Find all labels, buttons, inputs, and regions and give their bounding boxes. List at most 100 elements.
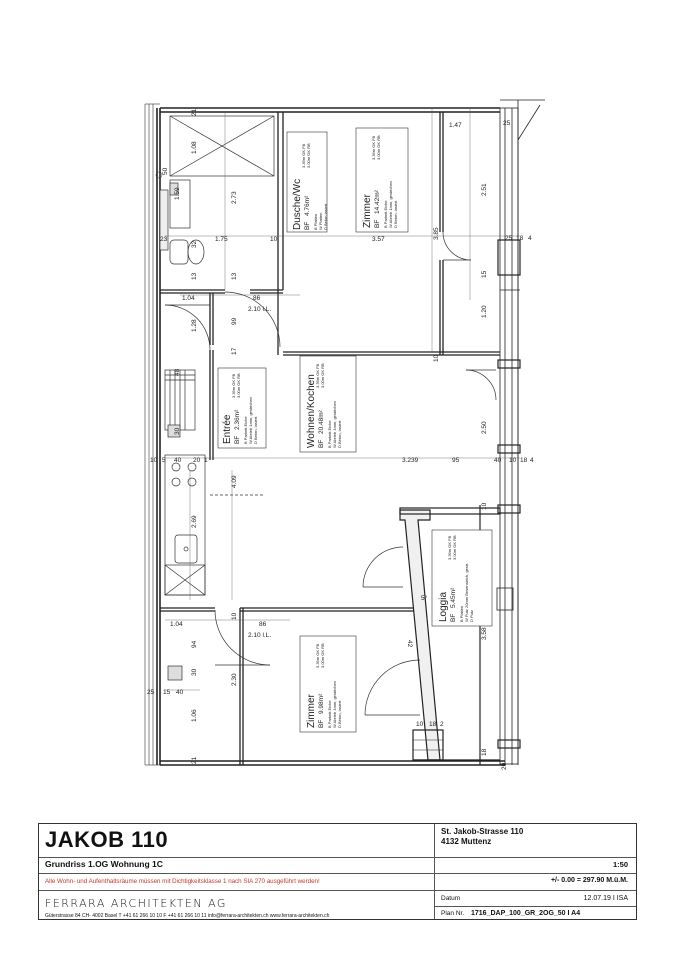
dim-label: 18 [516,235,524,242]
room-height: 3.00m OK RB [376,135,381,160]
room-height: 3.00m OK RB [320,643,325,668]
room-height: 3.39m OK FB [447,535,452,560]
dim-label: 23 [160,236,168,243]
dim-label: 10 [416,721,424,728]
right-facade [497,99,545,765]
room-height: 3.39m OK FB [301,143,306,168]
room-finish: W Abrieb 1mm, gestrichen [332,681,337,728]
divider [434,906,636,907]
room-name: Loggia [438,592,449,622]
loggia-walls [399,505,514,765]
dim-label: 1.28 [191,319,198,332]
dim-label: 1.47 [449,122,462,129]
dim-label: 3.239 [402,457,419,464]
dim-label: 1.20 [481,305,488,318]
room-finish: B Parkett Eiche [243,416,248,444]
plan-title: Grundriss 1.OG Wohnung 1C [45,859,163,869]
dim-label: 3.58 [481,627,488,640]
dim-label: 21 [191,108,198,116]
dim-label: 2.30 [231,673,238,686]
dim-label: 30 [191,668,198,676]
room-name: Dusche/Wc [292,179,303,230]
room-finish: B Platten [459,606,464,622]
dim-label: 13 [191,272,198,280]
room-height: 3.39m OK FB [315,643,320,668]
dim-label: 42 [406,640,413,648]
dim-label: 18 [429,721,437,728]
room-area-label: BF [450,614,457,622]
room-finish: W Abrieb 1mm, gestrichen [388,181,393,228]
dim-label: 1.04 [182,295,195,302]
dim-label: 1.59 [174,187,181,200]
room-height: 3.39m OK FB [315,363,320,388]
dim-label: 86 [253,295,261,302]
divider [434,824,435,919]
room-area-label: BF [318,720,325,728]
dim-label: 50 [162,167,169,175]
dim-label: 10 [433,354,440,362]
room-finish: B Parkett Eiche [327,420,332,448]
room-area-label: BF [304,222,311,230]
dim-label: 4.09 [231,475,238,488]
dim-label: 25 [147,689,155,696]
dim-label: 86 [259,621,267,628]
dim-label: 48 [174,368,181,376]
dim-label: 1 [204,457,208,464]
dim-label: 21 [191,756,198,764]
dim-label: 20 [193,457,201,464]
room-height: 3.39m OK FB [371,135,376,160]
dim-label: 1.75 [215,236,228,243]
dim-label: 3.85 [433,227,440,240]
room-name: Zimmer [306,693,317,728]
room-finish: D Beton, lasiert [393,200,398,228]
dim-label: 2.50 [481,421,488,434]
dim-label: 30 [174,427,181,435]
room-labels: Dusche/Wc BF 4.76m² 3.39m OK FB 3.00m OK… [222,135,474,728]
room-height: 3.39m OK FB [231,373,236,398]
dim-label: 10 [150,457,158,464]
dim-label: 94 [191,640,198,648]
room-finish: B Parkett Eiche [327,700,332,728]
dim-label: 10 [270,236,278,243]
dimension-lines [165,108,520,691]
bathroom-fixtures [155,115,275,265]
room-finish: D Beton, lasiert [337,700,342,728]
room-height: 3.00m OK RB [236,373,241,398]
room-finish: W Abrieb 1mm, gestrichen [248,397,253,444]
dimension-texts: 21 1.08 2.73 32 13 13 23 1.75 10 3.57 3.… [147,108,534,770]
room-height: 3.00m OK RB [320,363,325,388]
dim-label: 15 [481,270,488,278]
project-name: JAKOB 110 [45,827,169,852]
address-city: 4132 Muttenz [441,837,492,846]
title-block: JAKOB 110 Grundriss 1.OG Wohnung 1C Alle… [38,823,637,920]
plan-number-label: Plan Nr. [441,910,465,917]
dim-label: 32 [191,240,198,248]
dim-label: 13 [231,272,238,280]
dim-label: 10 [231,612,238,620]
room-finish: W Abrieb 1mm, gestrichen [332,401,337,448]
dim-label: 99 [231,317,238,325]
room-finish: B Platten [313,214,318,230]
room-area: 4.76m² [304,195,311,216]
dim-label: 2.73 [231,191,238,204]
dim-label: 18 [520,457,528,464]
outer-walls [156,107,505,766]
dim-label: 1.06 [191,709,198,722]
room-area: 2.36m² [234,409,241,430]
dim-label: 2 [440,721,444,728]
room-name: Entrée [222,414,233,444]
room-finish: D Beton lasiert [323,203,328,230]
date-value: 12.07.19 I ISA [583,895,628,902]
room-area: 14.42m² [374,189,381,214]
dim-label: 40 [176,689,184,696]
room-name: Wohnen/Kochen [306,374,317,448]
scale: 1:50 [612,860,628,869]
room-area: 20.48m² [318,409,325,434]
dim-label: 18 [481,748,488,756]
firm-contact: Güterstrasse 84 CH- 4002 Basel T +41 61 … [45,913,330,919]
dim-label: 25 [503,120,511,127]
address-street: St. Jakob-Strasse 110 [441,827,524,836]
room-finish: B Parkett Eiche [383,200,388,228]
room-finish: D Beton, lasiert [337,420,342,448]
dim-label: 1.04 [170,621,183,628]
